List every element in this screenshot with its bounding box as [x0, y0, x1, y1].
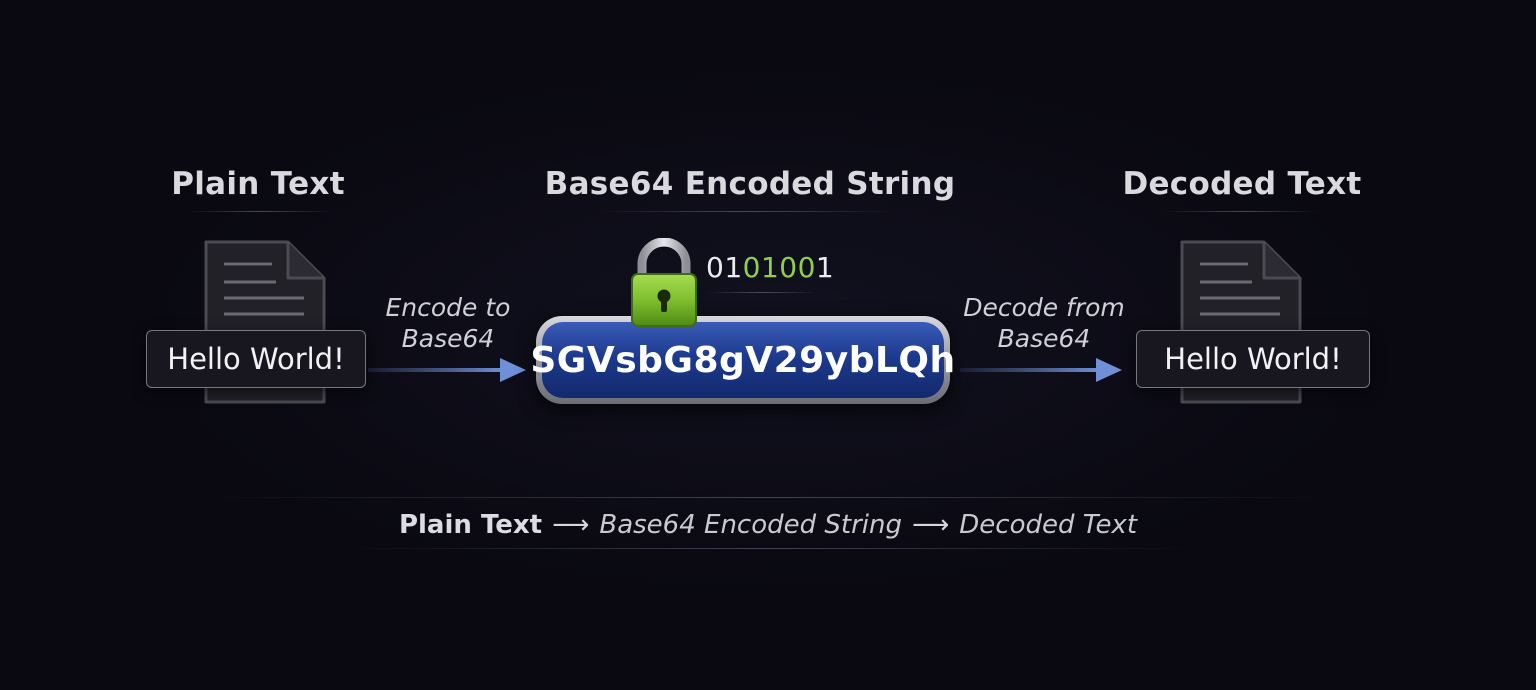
- decoded-text-heading: Decoded Text: [1122, 166, 1362, 202]
- binary-digits: 0101001: [706, 248, 834, 288]
- flow-top-divider: [200, 497, 1336, 498]
- encoded-heading-underline: [596, 211, 896, 212]
- plain-text-heading-underline: [186, 211, 334, 212]
- flow-arrow-2: ⟶: [912, 510, 950, 540]
- encoded-heading: Base64 Encoded String: [544, 166, 956, 202]
- decode-label: Decode from Base64: [960, 292, 1128, 354]
- flow-arrow-1: ⟶: [552, 510, 590, 540]
- binary-highlight: 0100: [742, 251, 816, 284]
- encode-label-line2: Base64: [401, 324, 495, 353]
- plain-text-value-box: Hello World!: [146, 330, 366, 388]
- plain-text-heading: Plain Text: [171, 166, 345, 202]
- flow-step-decoded: Decoded Text: [959, 510, 1138, 540]
- encoded-string-value: SGVsbG8gV29ybLQh: [530, 322, 955, 398]
- binary-suffix: 1: [815, 251, 835, 284]
- padlock-icon: [631, 238, 697, 327]
- flow-summary: Plain Text ⟶ Base64 Encoded String ⟶ Decoded…: [268, 505, 1268, 545]
- encoded-string-box: SGVsbG8gV29ybLQh: [530, 316, 955, 404]
- decoded-text-heading-underline: [1164, 211, 1320, 212]
- encode-arrow: [368, 358, 526, 382]
- decode-label-line2: Base64: [997, 324, 1091, 353]
- decode-arrow: [960, 358, 1122, 382]
- decode-label-line1: Decode from: [963, 293, 1125, 322]
- flow-step-encoded: Base64 Encoded String: [599, 510, 902, 540]
- decoded-text-value-box: Hello World!: [1136, 330, 1370, 388]
- binary-prefix: 01: [706, 251, 743, 284]
- encode-label: Encode to Base64: [372, 292, 524, 354]
- encode-label-line1: Encode to: [385, 293, 511, 322]
- flow-bottom-divider: [340, 548, 1196, 549]
- binary-underline: [706, 292, 818, 293]
- flow-step-plain: Plain Text: [398, 510, 543, 540]
